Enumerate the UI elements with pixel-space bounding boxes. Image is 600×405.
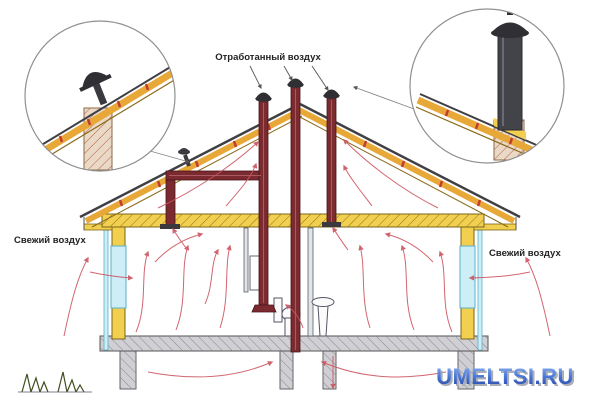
sink-icon (311, 297, 335, 337)
watermark-shadow: UMELTSI.RU (438, 366, 576, 391)
interior-wall (307, 227, 314, 337)
vent-cap-detail (79, 72, 112, 92)
airflow-arrows (63, 139, 551, 390)
fresh-air-label-left: Свежий воздух (14, 235, 86, 246)
grass (18, 371, 92, 393)
watermark: UMELTSI.RU UMELTSI.RU (436, 364, 576, 391)
ceiling-grille-right (322, 222, 341, 227)
foundation-piers (119, 350, 475, 390)
right-downpipe (477, 229, 483, 351)
right-window (459, 245, 476, 309)
callout-leader-right (352, 86, 415, 110)
label-leaders (249, 65, 329, 91)
watermark-text: UMELTSI.RU (436, 364, 574, 389)
annotation-labels: Отработанный воздух Свежий воздух Свежий… (14, 52, 561, 259)
exhaust-air-label: Отработанный воздух (215, 52, 321, 63)
chimney-pipe-detail (497, 33, 523, 131)
exhaust-ducts (160, 78, 341, 353)
bathroom-partition (243, 227, 249, 293)
fresh-air-label-right: Свежий воздух (489, 248, 561, 259)
left-downpipe (103, 229, 109, 351)
callout-leader-left (149, 150, 191, 164)
callout-roof-vent-left (24, 20, 191, 172)
ceiling-grille-left (160, 224, 180, 229)
duct-flare-end (251, 304, 277, 313)
interior (243, 227, 335, 337)
